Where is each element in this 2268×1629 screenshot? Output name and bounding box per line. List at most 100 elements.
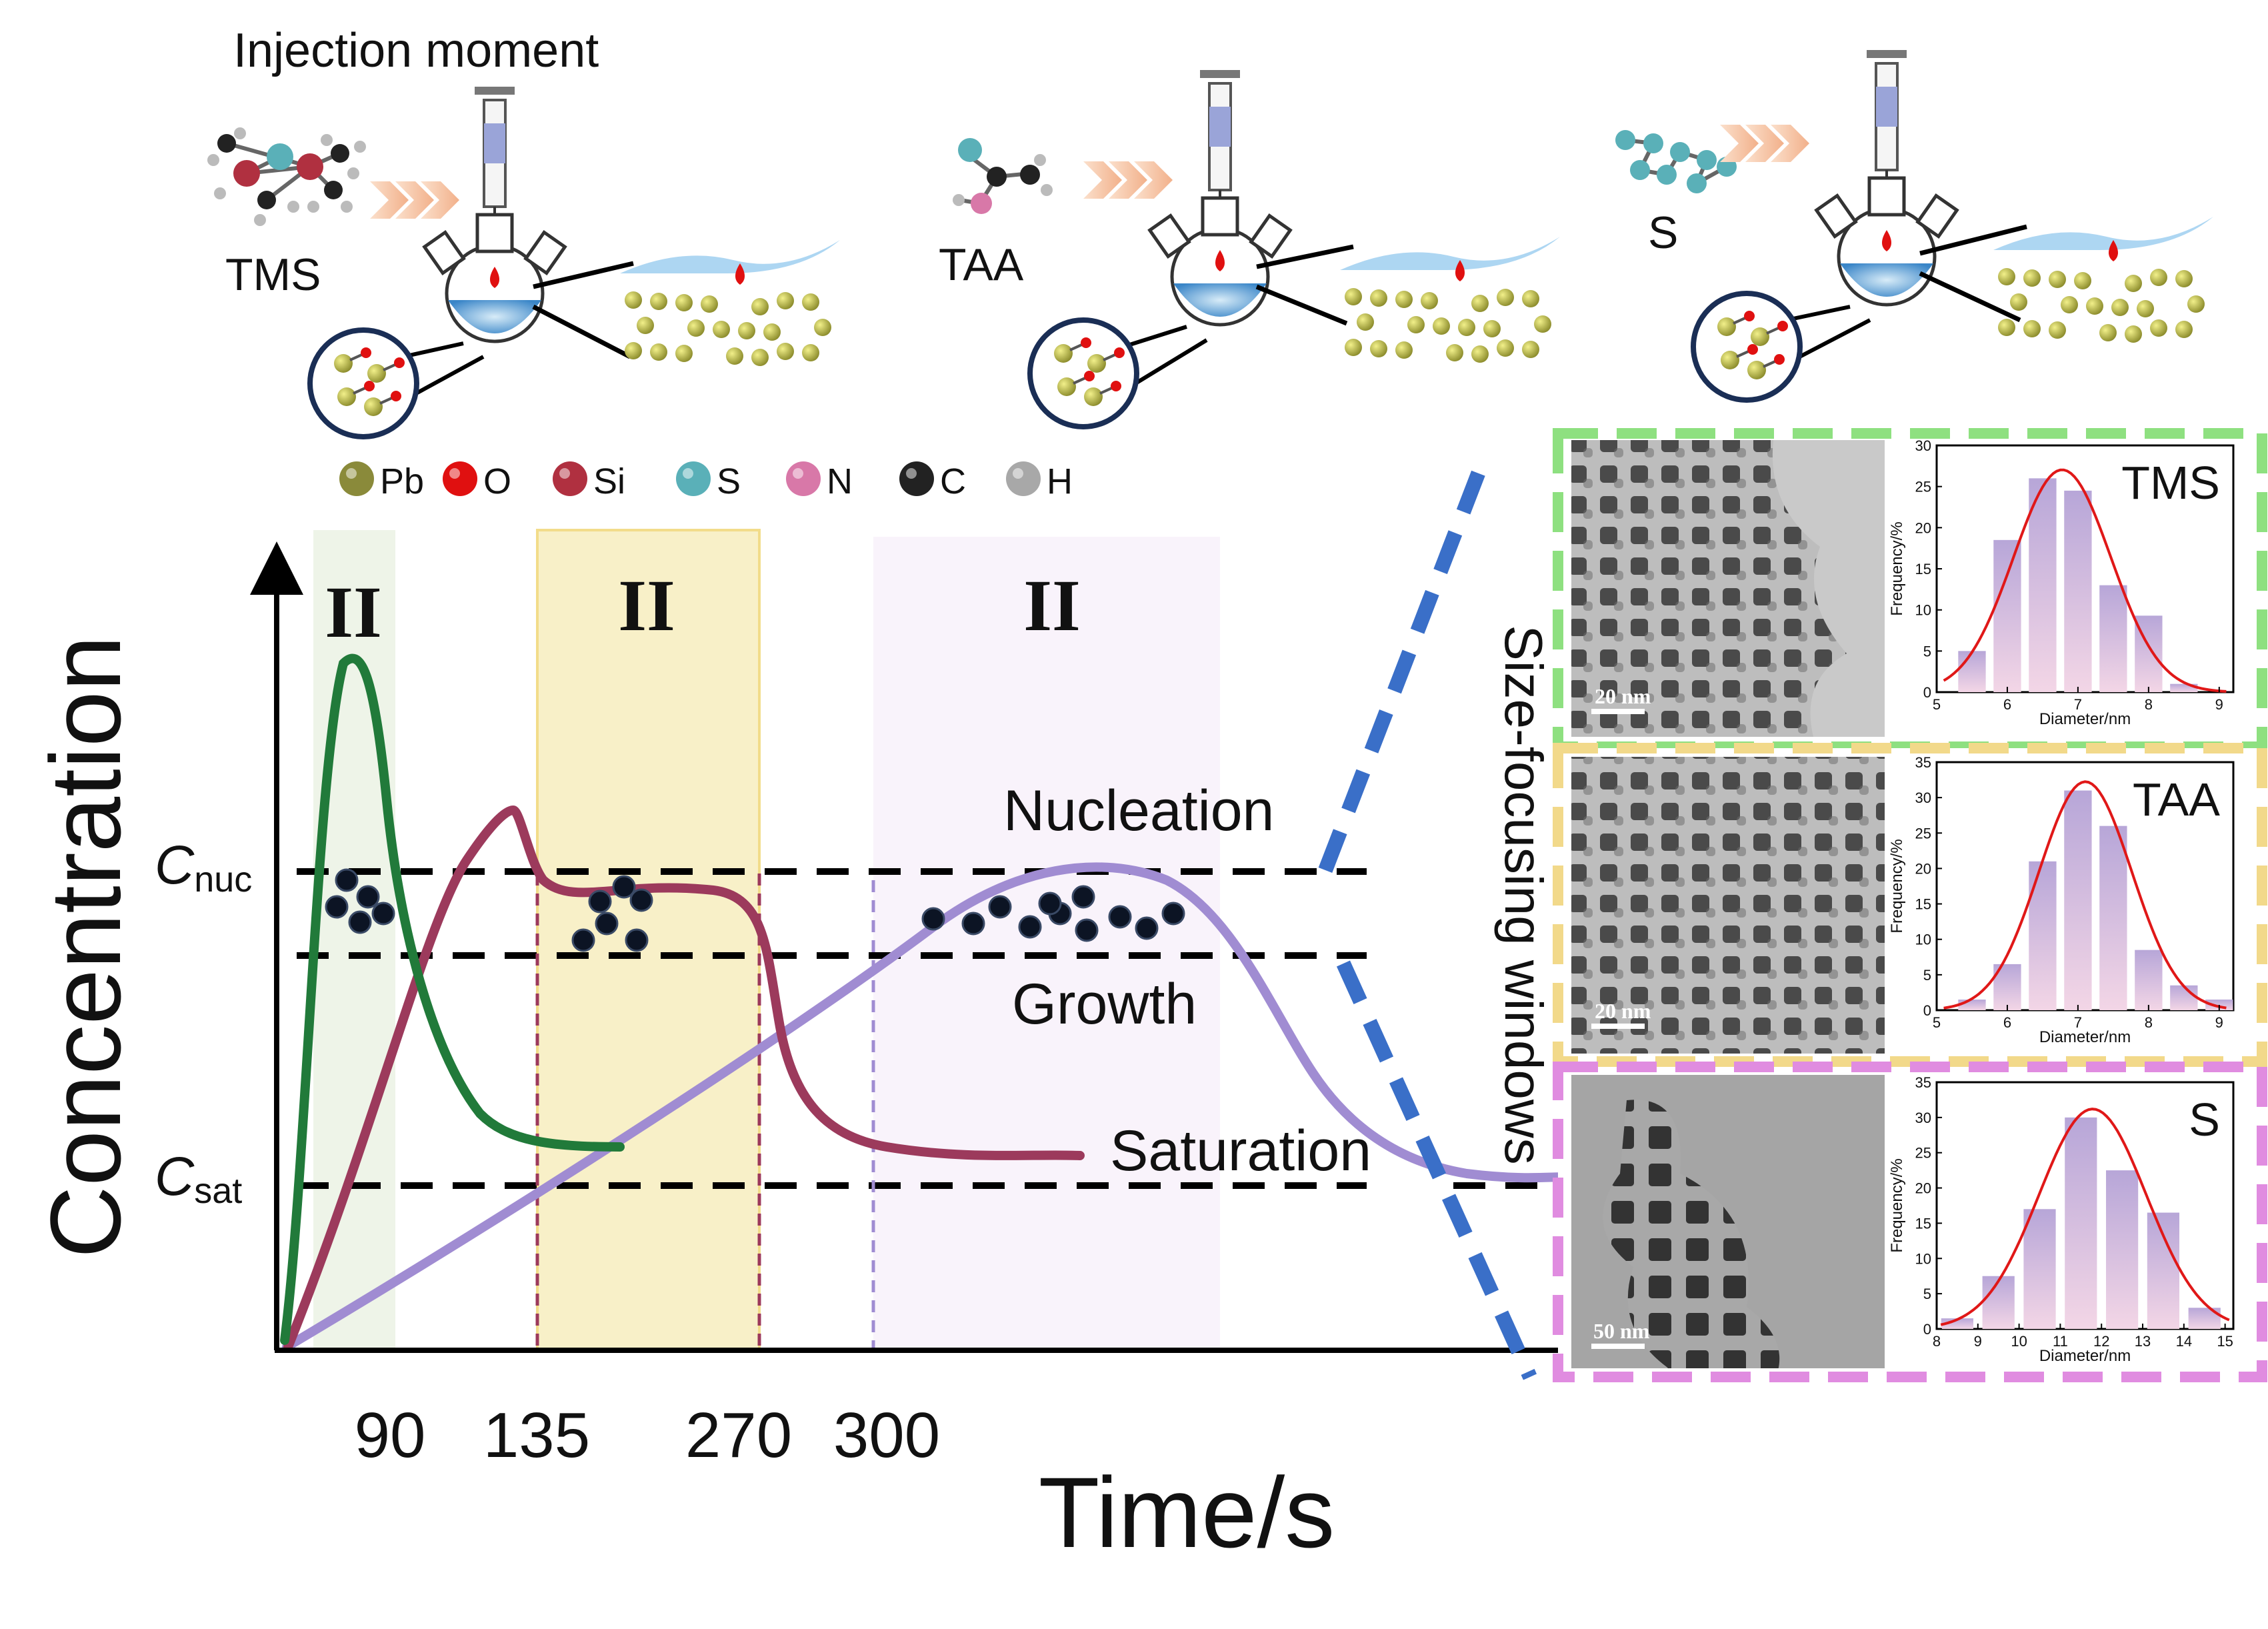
histogram-bar (2023, 1209, 2056, 1329)
window-funnel-top (1318, 457, 1491, 873)
histogram-xlabel: Diameter/nm (2039, 710, 2131, 728)
tms-h-atom (207, 154, 219, 166)
nucleus-dot (629, 888, 653, 912)
y-tick-label: 30 (1915, 437, 1931, 454)
nucleus-dot (1161, 902, 1185, 926)
y-tick-label: 10 (1915, 1250, 1931, 1267)
red-drop (490, 267, 499, 288)
x-tick-label: 5 (1933, 696, 1941, 713)
taa-c-atom (987, 167, 1007, 187)
water-splash (1993, 217, 2213, 250)
x-tick-label: 9 (2215, 1014, 2223, 1031)
legend-item-n: N (786, 461, 853, 501)
pb-nanoparticle (2175, 270, 2193, 287)
zoom-line (409, 355, 485, 399)
nucleation-label: Nucleation (1003, 779, 1274, 843)
pb-nanoparticle (2061, 296, 2078, 313)
flask-neck (1201, 196, 1239, 237)
legend-label-o: O (483, 461, 511, 501)
y-tick-label: 15 (1915, 896, 1931, 913)
o-atom (1084, 371, 1095, 381)
gaussian-fit-curve (1943, 780, 2227, 1010)
tms-h-atom (347, 167, 359, 179)
tms-h-atom (341, 201, 353, 213)
pb-nanoparticle (1446, 344, 1463, 361)
nucleus-dot (595, 912, 619, 936)
nucleus-dot (371, 902, 395, 926)
particle-field-s (1919, 217, 2213, 343)
tms-h-atom (354, 141, 366, 153)
legend-label-pb: Pb (380, 461, 424, 501)
legend-atom-shine (449, 468, 460, 479)
pb-nanoparticle (625, 291, 642, 309)
legend-atom-si (553, 461, 587, 496)
syringe-liquid (484, 123, 505, 163)
o-atom (1111, 381, 1121, 391)
histogram-bar (1958, 1000, 1986, 1010)
x-tick-label: 8 (2145, 1014, 2153, 1031)
legend-item-si: Si (553, 461, 625, 501)
pb-nanoparticle (650, 343, 667, 361)
legend-atom-shine (793, 468, 803, 479)
guide-line (1919, 271, 2021, 323)
legend-item-pb: Pb (339, 461, 424, 501)
tms-h-atom (234, 127, 246, 139)
tms-atom (217, 134, 236, 153)
scale-label-tms: 20 nm (1595, 684, 1651, 708)
y-tick-label: 20 (1915, 519, 1931, 536)
pb-nanoparticle (2049, 321, 2066, 339)
tms-h-atom (287, 201, 299, 213)
histogram-xlabel: Diameter/nm (2039, 1028, 2131, 1046)
zoom-line (1786, 305, 1851, 322)
flask-neck (1867, 176, 1906, 217)
precursor-label-s: S (1648, 207, 1678, 258)
y-tick-label: 10 (1915, 602, 1931, 619)
histogram-bar (1941, 1318, 1974, 1329)
pb-nanoparticle (1497, 289, 1514, 306)
taa-h-atom (1034, 154, 1046, 166)
pb-atom (334, 354, 353, 373)
pb-nanoparticle (751, 349, 769, 366)
pb-nanoparticle (2049, 271, 2066, 288)
flask-side-neck (1147, 213, 1191, 259)
nucleus-dot (571, 928, 595, 952)
guide-line (1256, 244, 1354, 269)
pb-nanoparticle (1407, 316, 1425, 333)
y-tick-label: 30 (1915, 789, 1931, 806)
pb-nanoparticle (802, 293, 819, 311)
pb-nanoparticle (1998, 319, 2015, 336)
nucleus-dot (356, 885, 380, 909)
histogram-bar (2188, 1308, 2221, 1329)
stage-label-3: II (1023, 565, 1081, 646)
x-tick-label: 5 (1933, 1014, 1941, 1031)
flask-side-neck (1814, 193, 1858, 239)
y-tick-label: 5 (1923, 967, 1931, 984)
o-atom (391, 391, 401, 401)
histogram-bar (2106, 1170, 2139, 1329)
feed-arrow (421, 181, 459, 219)
flask-liquid (1173, 283, 1267, 317)
pb-nanoparticle (802, 344, 819, 361)
o-atom (394, 357, 405, 368)
x-tick-label: 7 (2074, 696, 2082, 713)
pb-atom (367, 364, 386, 383)
pb-nanoparticle (1522, 341, 1539, 358)
pb-nanoparticle (1998, 268, 2015, 285)
legend-item-c: C (899, 461, 966, 501)
pb-atom (1717, 317, 1736, 336)
legend-atom-o (443, 461, 477, 496)
zoom-tms (307, 327, 485, 439)
pb-nanoparticle (1471, 345, 1489, 363)
pb-nanoparticle (1433, 317, 1450, 335)
pb-nanoparticle (1395, 291, 1413, 308)
scale-label-taa: 20 nm (1595, 999, 1651, 1023)
pb-nanoparticle (2187, 295, 2205, 313)
x-tick-label: 6 (2003, 1014, 2011, 1031)
feed-arrow (370, 181, 409, 219)
histogram-bar (2064, 790, 2092, 1010)
pb-nanoparticle (1471, 295, 1489, 312)
histogram-bar (1958, 651, 1986, 692)
pb-nanoparticle (1522, 290, 1539, 307)
